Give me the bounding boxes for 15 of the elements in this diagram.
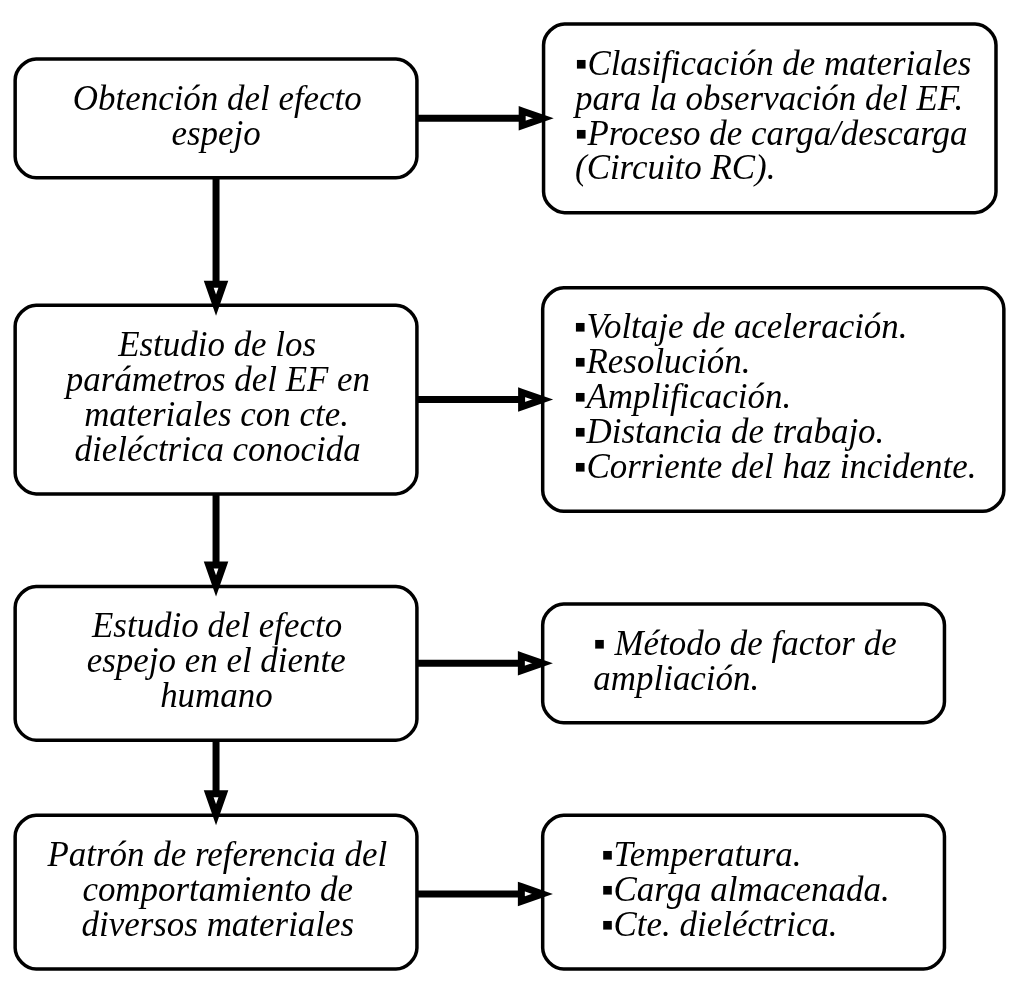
node-box: ▪Temperatura. ▪Carga almacenada. ▪Cte. dieléctrica.	[540, 813, 947, 971]
node-box: Estudio de los parámetros del EF en materiales con cte. dieléctrica conocida	[13, 302, 419, 496]
arrow	[417, 105, 554, 131]
node-box: Estudio del efecto espejo en el diente humano	[13, 584, 419, 742]
node-box: ▪Voltaje de aceleración. ▪Resolución. ▪Amplificación. ▪Distancia de trabajo. ▪Corriente del haz incidente.	[540, 285, 1006, 513]
arrow	[416, 881, 553, 906]
arrow	[417, 386, 554, 412]
node-box: ▪ Método de factor de ampliación.	[540, 601, 947, 724]
arrow	[203, 740, 229, 825]
node-box: ▪Clasificación de materiales para la observación del EF. ▪Proceso de carga/descarga (Circuito RC).	[541, 21, 998, 214]
node-box: Patrón de referencia del comportamiento de diversos materiales	[13, 813, 419, 971]
arrow	[203, 493, 229, 597]
arrow	[203, 177, 229, 316]
arrow	[416, 650, 553, 676]
node-box: Obtención del efecto espejo	[13, 56, 419, 179]
